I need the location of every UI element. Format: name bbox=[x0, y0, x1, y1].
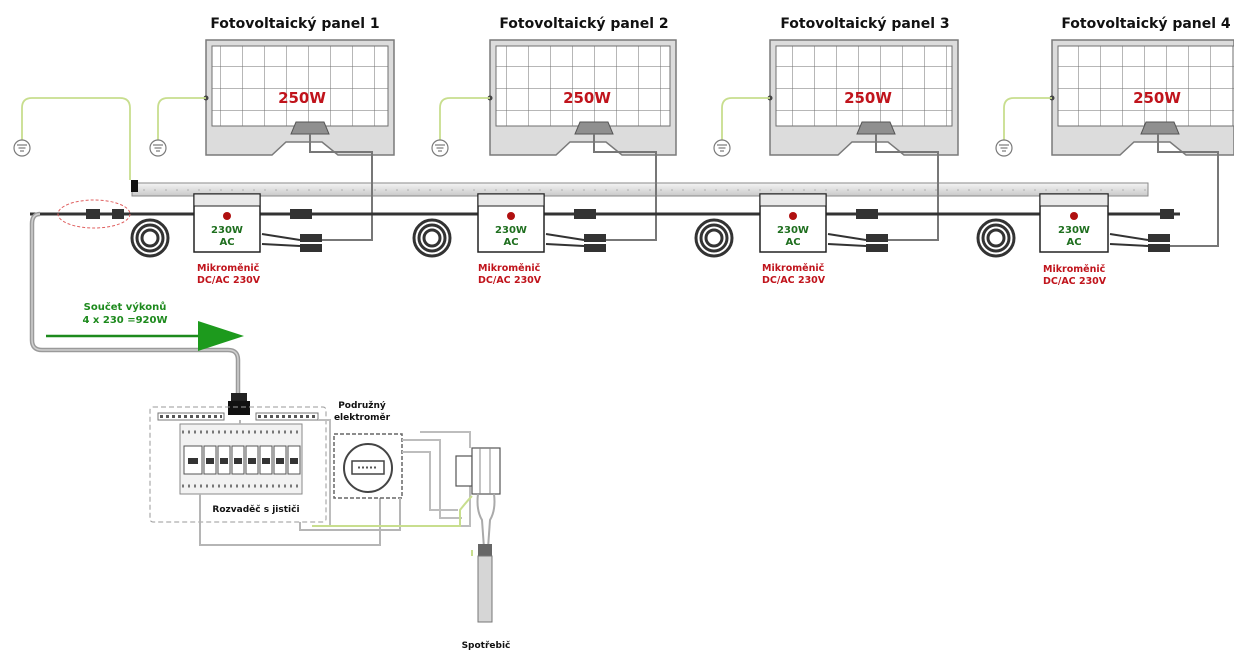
inverter-rating: 230W bbox=[1058, 225, 1090, 236]
sum-line2: 4 x 230 =920W bbox=[82, 315, 167, 326]
sum-line1: Součet výkonů bbox=[84, 300, 167, 313]
ground-icon bbox=[13, 139, 31, 157]
inverter-type: AC bbox=[219, 237, 234, 248]
flow-arrow-icon bbox=[46, 321, 244, 351]
power-sum-annotation: Součet výkonů 4 x 230 =920W bbox=[46, 300, 244, 351]
inverter-name: Mikroměnič bbox=[478, 263, 541, 274]
pv-panel-2: Fotovoltaický panel 2 250W bbox=[487, 16, 677, 156]
panel-title: Fotovoltaický panel 2 bbox=[499, 16, 668, 32]
earth-wiring bbox=[21, 97, 1052, 180]
panel-power: 250W bbox=[844, 89, 892, 107]
panel-title: Fotovoltaický panel 4 bbox=[1061, 16, 1231, 32]
inverter-name: Mikroměnič bbox=[762, 263, 825, 274]
panel-power: 250W bbox=[1133, 89, 1181, 107]
panel-power: 250W bbox=[563, 89, 611, 107]
microinverter-1: 230W AC Mikroměnič DC/AC 230V bbox=[130, 193, 322, 286]
inverter-rating: 230W bbox=[211, 225, 243, 236]
inverter-name: Mikroměnič bbox=[197, 263, 260, 274]
dc-cables bbox=[309, 134, 1219, 247]
inverter-type: AC bbox=[503, 237, 518, 248]
panel-title: Fotovoltaický panel 3 bbox=[780, 16, 949, 32]
inverter-spec: DC/AC 230V bbox=[762, 275, 826, 286]
inverter-type: AC bbox=[785, 237, 800, 248]
inverter-rating: 230W bbox=[495, 225, 527, 236]
inverter-name: Mikroměnič bbox=[1043, 264, 1106, 275]
board-label: Rozvaděč s jističi bbox=[212, 504, 299, 515]
panel-title: Fotovoltaický panel 1 bbox=[210, 16, 379, 32]
meter-label-line2: elektroměr bbox=[334, 412, 391, 423]
appliance: Spotřebič bbox=[455, 447, 511, 651]
ground-icon bbox=[149, 139, 167, 157]
meter-label-line1: Podružný bbox=[338, 401, 386, 411]
pv-panel-3: Fotovoltaický panel 3 250W bbox=[767, 16, 959, 156]
ground-symbols bbox=[13, 139, 1013, 157]
microinverter-3: 230W AC Mikroměnič DC/AC 230V bbox=[694, 193, 888, 286]
ground-icon bbox=[995, 139, 1013, 157]
inverter-rating: 230W bbox=[777, 225, 809, 236]
ground-icon bbox=[713, 139, 731, 157]
panel-power: 250W bbox=[278, 89, 326, 107]
inverter-spec: DC/AC 230V bbox=[197, 275, 261, 286]
appliance-label: Spotřebič bbox=[462, 640, 511, 651]
pv-panel-4: Fotovoltaický panel 4 250W bbox=[1049, 16, 1234, 156]
distribution-board: Rozvaděč s jističi bbox=[149, 393, 381, 546]
inverter-spec: DC/AC 230V bbox=[478, 275, 542, 286]
connector-highlight bbox=[57, 199, 131, 229]
ground-icon bbox=[431, 139, 449, 157]
pv-panel-1: Fotovoltaický panel 1 250W bbox=[203, 16, 395, 156]
inverter-spec: DC/AC 230V bbox=[1043, 276, 1107, 287]
mounting-rail bbox=[131, 180, 1149, 197]
sub-meter: Podružný elektroměr bbox=[333, 401, 403, 499]
microinverter-2: 230W AC Mikroměnič DC/AC 230V bbox=[412, 193, 606, 286]
ac-wiring bbox=[299, 419, 473, 531]
microinverter-4: 230W AC Mikroměnič DC/AC 230V bbox=[976, 193, 1174, 287]
inverter-type: AC bbox=[1066, 237, 1081, 248]
